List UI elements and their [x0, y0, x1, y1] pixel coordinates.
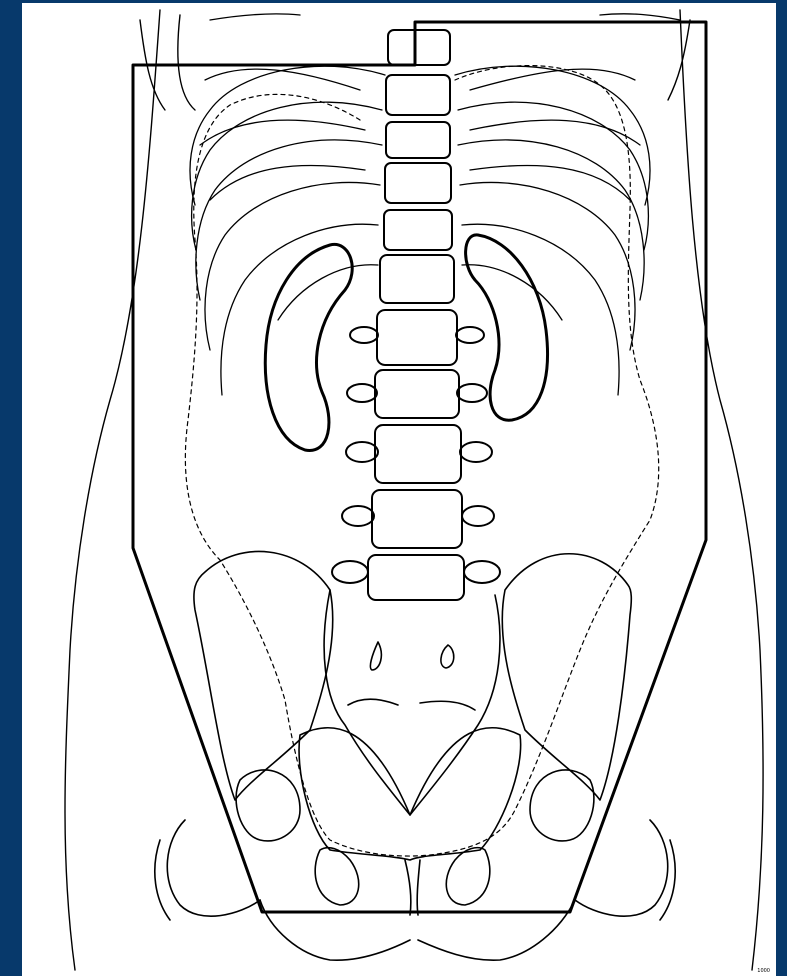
corner-mark: 1000: [757, 968, 770, 974]
lumbar-vertebrae: [332, 30, 500, 600]
anatomy-drawing: [22, 3, 776, 976]
ribs: [190, 14, 680, 395]
dashed-contour: [185, 66, 658, 856]
field-border: [133, 22, 706, 912]
diagram-canvas: 1000: [22, 3, 776, 976]
